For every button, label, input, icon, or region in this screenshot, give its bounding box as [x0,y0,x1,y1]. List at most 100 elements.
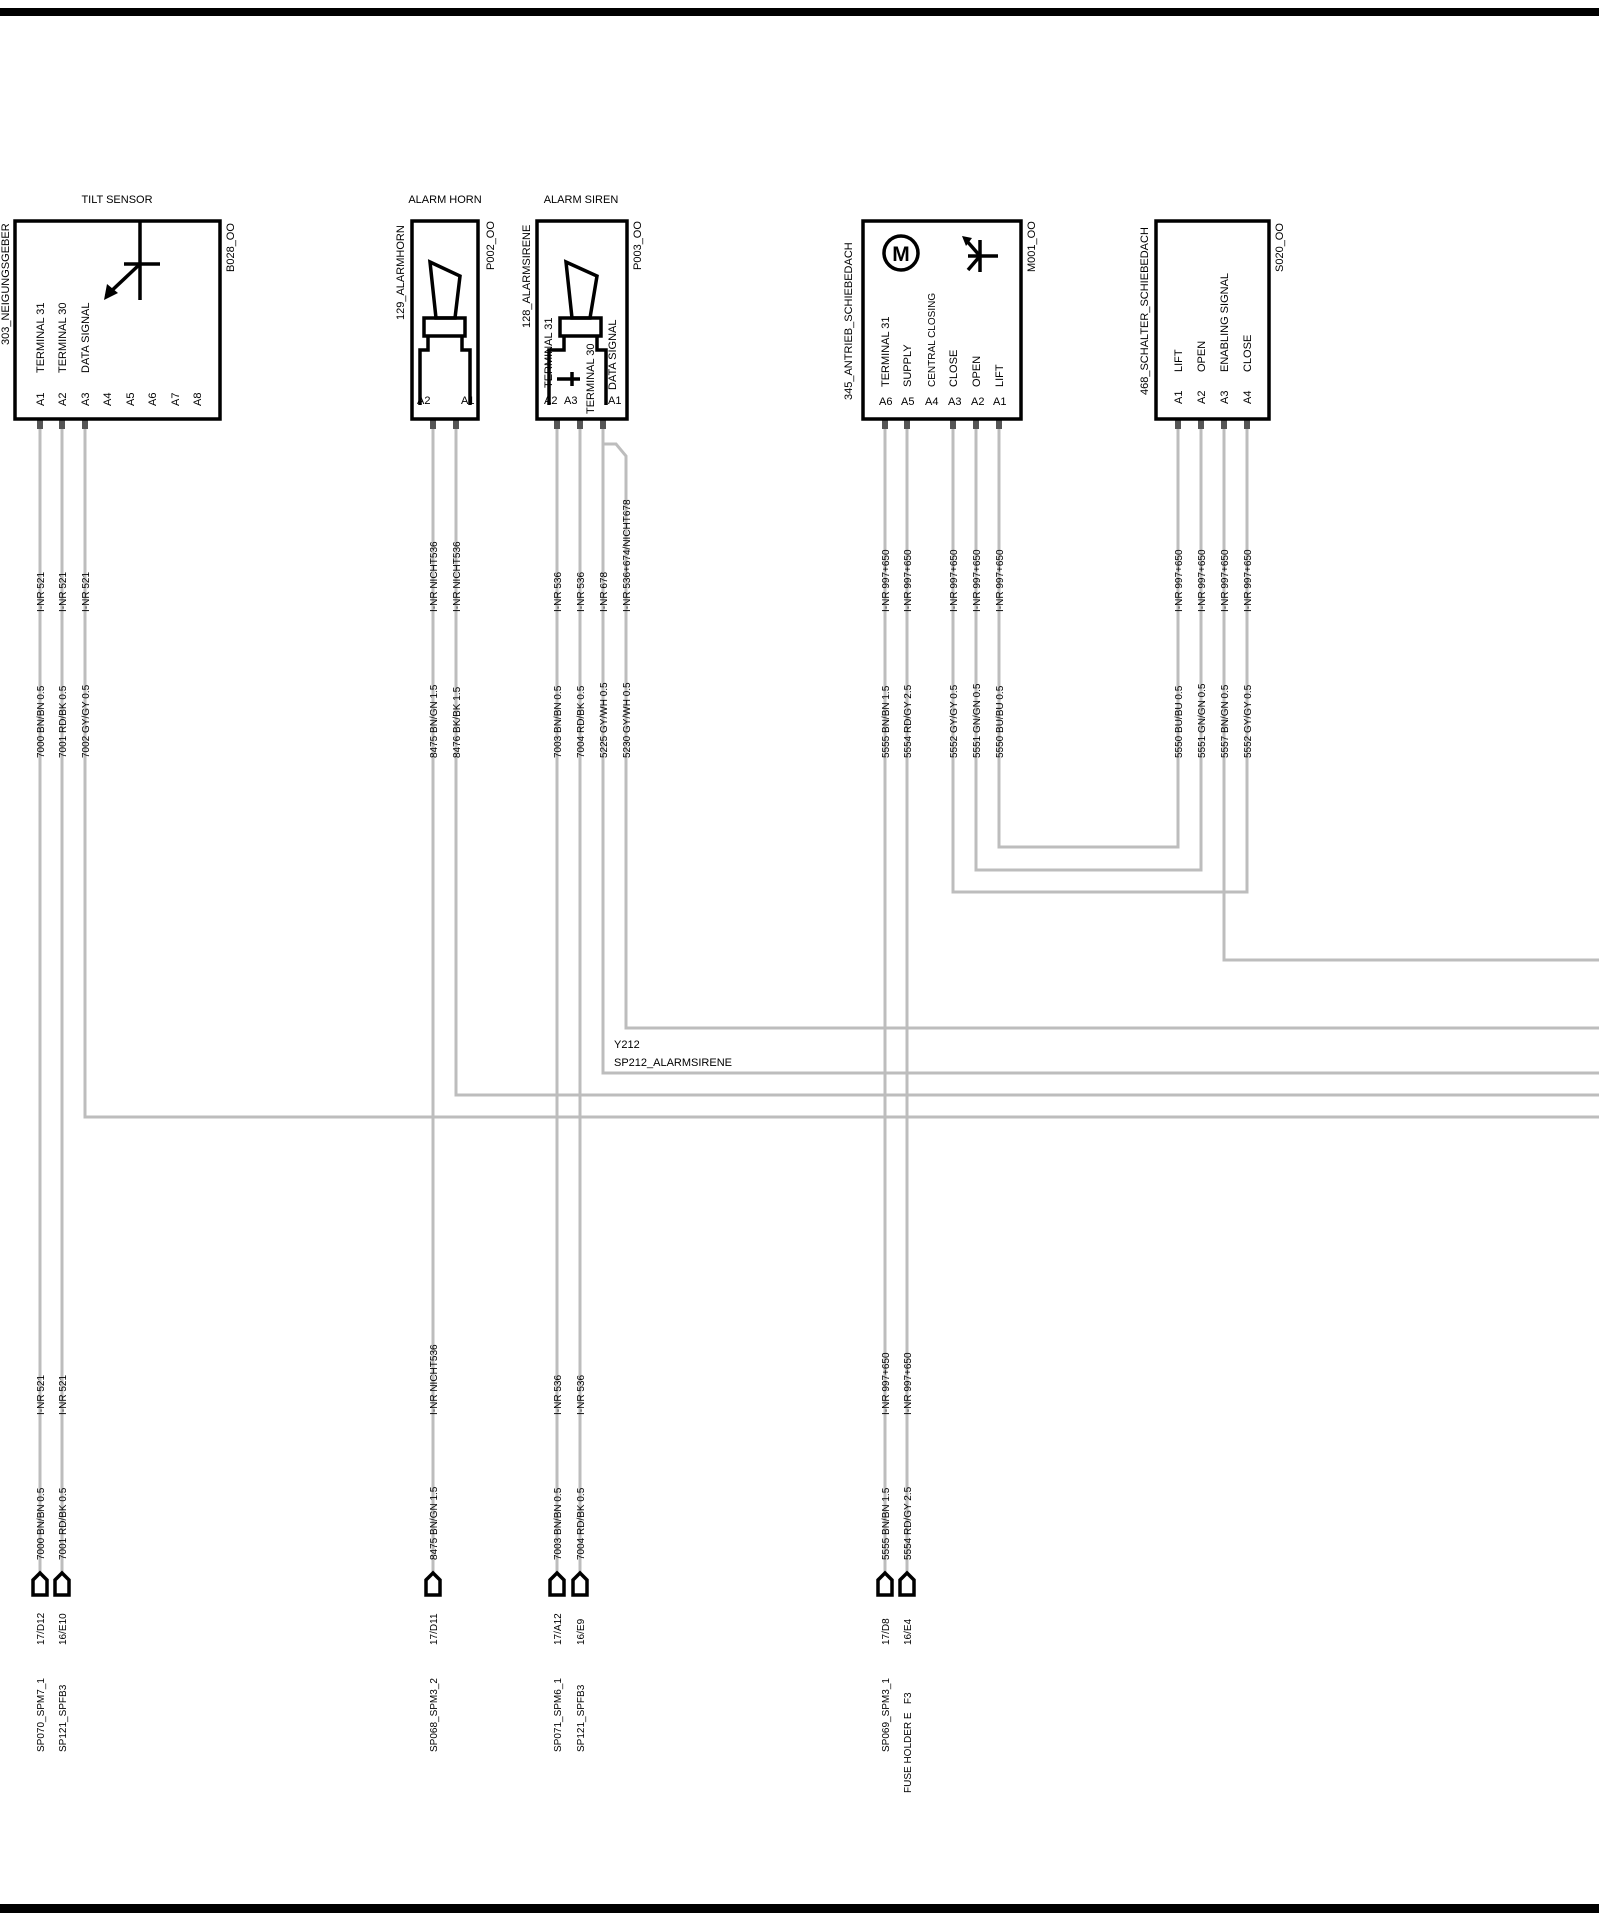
w16-inr: I-NR 997+650 [1197,549,1208,612]
l2-dest: SP121_SPFB3 [58,1684,69,1752]
l6-dest: SP069_SPM3_1 [881,1678,892,1752]
alarm-siren-side-label: 128_ALARMSIRENE [521,225,533,328]
w6-inr: I-NR 536 [553,572,564,612]
l6-ref: 17/D8 [881,1618,892,1645]
motor-signal-close: CLOSE [948,350,960,387]
siren-signal-terminal31: TERMINAL 31 [543,317,555,388]
switch-pin-a2: A2 [1196,391,1208,404]
siren-pin-a3: A3 [564,395,577,407]
motor-arrow-icon [962,236,972,246]
motor-signal-supply: SUPPLY [902,344,914,387]
splice-name: SP212_ALARMSIRENE [614,1057,732,1069]
siren-pin-a1: A1 [608,395,621,407]
l7-wire: 5554 RD/GY 2.5 [903,1486,914,1560]
w5-inr: I-NR NICHT536 [452,541,463,612]
w3-wire: 7002 GY/GY 0.5 [81,684,92,758]
connector-symbols [31,1570,916,1597]
connector-icon [876,1570,894,1597]
l1-inr: I-NR 521 [36,1375,47,1415]
l2-wire: 7001 RD/BK 0.5 [58,1487,69,1560]
w6-wire: 7003 BN/BN 0.5 [553,685,564,758]
destination-refs: 17/D12 SP070_SPM7_1 16/E10 SP121_SPFB3 1… [36,1612,914,1793]
w13-wire: 5551 GN/GN 0.5 [972,683,983,758]
l5-ref: 16/E9 [576,1618,587,1645]
l3-ref: 17/D11 [429,1613,440,1645]
wire-5225 [601,420,1599,1075]
alarm-horn-box [410,219,480,421]
l1-wire: 7000 BN/BN 0.5 [36,1487,47,1560]
pin-stubs [37,419,1250,429]
w5-wire: 8476 BK/BK 1.5 [452,686,463,758]
l7-inr: I-NR 997+650 [903,1352,914,1415]
w2-wire: 7001 RD/BK 0.5 [58,685,69,758]
upper-wire-labels: I-NR 521 7000 BN/BN 0.5 I-NR 521 7001 RD… [36,499,1254,758]
w15-inr: I-NR 997+650 [1174,549,1185,612]
l7-dest: FUSE HOLDER E F3 [903,1692,914,1793]
connector-icon [548,1570,566,1597]
connector-icon [53,1570,71,1597]
horn-pin-a2: A2 [417,395,430,407]
motor-signal-lift: LIFT [994,364,1006,387]
w3-inr: I-NR 521 [81,572,92,612]
l4-inr: I-NR 536 [553,1375,564,1415]
w4-wire: 8475 BN/GN 1.5 [429,684,440,758]
alarm-horn-side-label: 129_ALARMHORN [395,225,407,320]
switch-pin-a3: A3 [1219,391,1231,404]
sunroof-motor: 345_ANTRIEB_SCHIEBEDACH M001_OO M A6 A5 … [843,219,1038,421]
l4-wire: 7003 BN/BN 0.5 [553,1487,564,1560]
motor-signal-open: OPEN [971,356,983,387]
connector-icon [898,1570,916,1597]
tilt-sensor-title: TILT SENSOR [81,194,152,206]
motor-signal-central-closing: CENTRAL CLOSING [927,293,938,387]
w11-wire: 5554 RD/GY 2.5 [903,684,914,758]
motor-pin-a1: A1 [993,396,1006,408]
switch-pin-a4: A4 [1242,391,1254,404]
w16-wire: 5551 GN/GN 0.5 [1197,683,1208,758]
tilt-sensor-code: B028_OO [225,223,237,272]
motor-pin-a2: A2 [971,396,984,408]
w13-inr: I-NR 997+650 [972,549,983,612]
w9-wire: 5230 GY/WH 0.5 [622,682,633,758]
wire-5557 [1222,420,1599,962]
alarm-siren-code: P003_OO [632,221,644,270]
w14-wire: 5550 BU/BU 0.5 [995,685,1006,758]
wire-5552-m [951,420,1249,894]
bottom-border [0,1904,1599,1913]
w9-inr: I-NR 536+674/NICHT678 [622,499,633,612]
siren-pin-a2: A2 [544,395,557,407]
sunroof-switch-code: S020_OO [1274,223,1286,272]
splice-y212: Y212 SP212_ALARMSIRENE [614,1039,732,1069]
tilt-pin-a4: A4 [102,393,114,406]
tilt-sensor-box [13,219,222,421]
horn-pin-a1: A1 [461,395,474,407]
motor-pin-a4: A4 [925,396,938,408]
alarm-siren-box [535,219,629,421]
motor-pin-a5: A5 [901,396,914,408]
w18-wire: 5552 GY/GY 0.5 [1243,684,1254,758]
l1-dest: SP070_SPM7_1 [36,1678,47,1752]
wire-5551-m [974,420,1203,872]
tilt-pin-a1: A1 [35,393,47,406]
w17-wire: 5557 BN/GN 0.5 [1220,684,1231,758]
alarm-horn: ALARM HORN 129_ALARMHORN P002_OO A2 A1 [395,194,497,421]
tilt-sensor-arrow-icon [104,284,118,300]
l4-dest: SP071_SPM6_1 [553,1678,564,1752]
sunroof-motor-code: M001_OO [1026,221,1038,272]
l5-inr: I-NR 536 [576,1375,587,1415]
l6-inr: I-NR 997+650 [881,1352,892,1415]
w17-inr: I-NR 997+650 [1220,549,1231,612]
l3-inr: I-NR NICHT536 [429,1344,440,1415]
l1-ref: 17/D12 [36,1612,47,1645]
wire-5550-m [997,420,1180,849]
w14-inr: I-NR 997+650 [995,549,1006,612]
tilt-signal-data: DATA SIGNAL [80,302,92,373]
switch-signal-close: CLOSE [1242,335,1254,372]
l7-ref: 16/E4 [903,1618,914,1645]
connector-icon [424,1570,442,1597]
splice-id: Y212 [614,1039,640,1051]
l5-wire: 7004 RD/BK 0.5 [576,1487,587,1560]
switch-signal-enabling: ENABLING SIGNAL [1219,273,1231,372]
wire-7002 [83,420,1599,1119]
w4-inr: I-NR NICHT536 [429,541,440,612]
connector-icon [31,1570,49,1597]
